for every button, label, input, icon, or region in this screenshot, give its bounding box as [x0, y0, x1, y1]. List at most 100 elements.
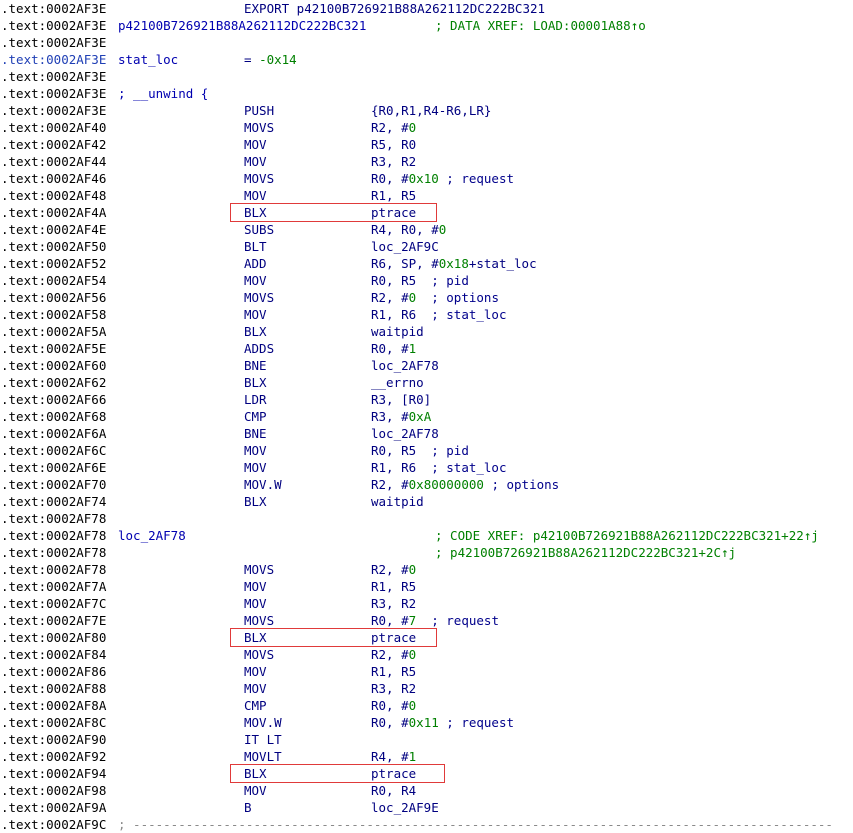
operands[interactable]: ptrace — [371, 205, 417, 220]
operands[interactable]: {R0,R1,R4-R6,LR} — [371, 103, 492, 118]
operands[interactable]: R2, #0 — [371, 120, 417, 135]
operands[interactable]: R3, R2 — [371, 154, 417, 169]
listing-line[interactable]: .text:0002AF3E; __unwind { — [0, 85, 853, 102]
address: .text:0002AF6E — [1, 460, 107, 475]
operands[interactable]: R1, R5 — [371, 188, 417, 203]
address: .text:0002AF66 — [1, 392, 107, 407]
operands[interactable]: R1, R5 — [371, 579, 417, 594]
listing-line[interactable]: .text:0002AF9C; ------------------------… — [0, 816, 853, 833]
operands[interactable]: ptrace — [371, 630, 417, 645]
xref-comment[interactable]: ; p42100B726921B88A262112DC222BC321+2C↑j — [435, 545, 737, 560]
operands[interactable]: R3, #0xA — [371, 409, 432, 424]
address: .text:0002AF70 — [1, 477, 107, 492]
operands[interactable]: R1, R6 ; stat_loc — [371, 307, 507, 322]
label[interactable]: ; __unwind { — [118, 86, 209, 101]
listing-line[interactable]: .text:0002AF78; p42100B726921B88A262112D… — [0, 544, 853, 561]
mnemonic: CMP — [244, 698, 267, 713]
operands[interactable]: R0, #0x10 ; request — [371, 171, 515, 186]
operands[interactable]: R0, #7 ; request — [371, 613, 499, 628]
operands[interactable]: R0, R4 — [371, 783, 417, 798]
xref-comment[interactable]: ; CODE XREF: p42100B726921B88A262112DC22… — [435, 528, 819, 543]
label[interactable]: loc_2AF78 — [118, 528, 186, 543]
listing-line[interactable]: .text:0002AF3E — [0, 34, 853, 51]
operands[interactable]: loc_2AF78 — [371, 426, 439, 441]
operands[interactable]: R1, R5 — [371, 664, 417, 679]
operands[interactable]: R0, #0x11 ; request — [371, 715, 515, 730]
operands[interactable]: R2, #0x80000000 ; options — [371, 477, 560, 492]
operands[interactable]: loc_2AF9C — [371, 239, 439, 254]
operands[interactable]: R4, R0, #0 — [371, 222, 447, 237]
mnemonic: BNE — [244, 426, 267, 441]
operands[interactable]: R0, #1 — [371, 341, 417, 356]
operands[interactable]: R3, [R0] — [371, 392, 432, 407]
operands[interactable]: waitpid — [371, 324, 424, 339]
operands[interactable]: ptrace — [371, 766, 417, 781]
operands[interactable]: R1, R6 ; stat_loc — [371, 460, 507, 475]
operands[interactable]: R0, R5 ; pid — [371, 273, 469, 288]
label[interactable]: stat_loc — [118, 52, 179, 67]
operands[interactable]: loc_2AF9E — [371, 800, 439, 815]
operands[interactable]: R0, R5 ; pid — [371, 443, 469, 458]
operands[interactable]: R3, R2 — [371, 681, 417, 696]
operands[interactable]: R2, #0 — [371, 562, 417, 577]
operands[interactable]: R0, #0 — [371, 698, 417, 713]
operands[interactable]: loc_2AF78 — [371, 358, 439, 373]
operands[interactable]: R6, SP, #0x18+stat_loc — [371, 256, 537, 271]
operands[interactable]: R3, R2 — [371, 596, 417, 611]
label[interactable]: p42100B726921B88A262112DC222BC321 — [118, 18, 367, 33]
xref-comment[interactable]: ; DATA XREF: LOAD:00001A88↑o — [435, 18, 646, 33]
listing-line[interactable]: .text:0002AF3E — [0, 68, 853, 85]
operands[interactable]: waitpid — [371, 494, 424, 509]
operands[interactable]: __errno — [371, 375, 424, 390]
operands[interactable]: R4, #1 — [371, 749, 417, 764]
operands[interactable]: R2, #0 ; options — [371, 290, 499, 305]
operands[interactable]: R5, R0 — [371, 137, 417, 152]
listing-line[interactable]: .text:0002AF78 — [0, 510, 853, 527]
operands[interactable]: R2, #0 — [371, 647, 417, 662]
